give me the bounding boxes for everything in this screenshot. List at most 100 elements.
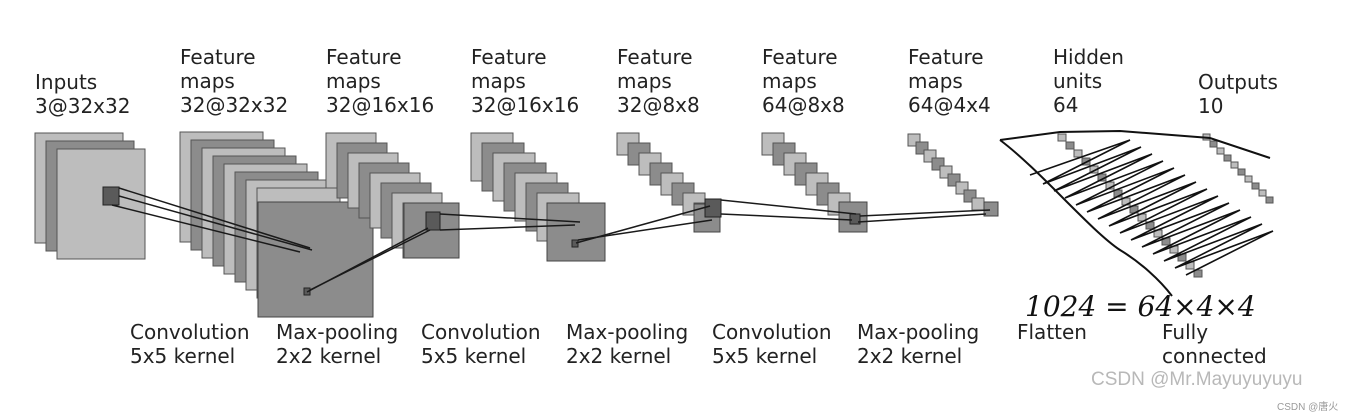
layer-label-line: 64 — [1053, 93, 1079, 117]
connection-line — [118, 187, 311, 249]
connection-line — [439, 213, 581, 223]
layer-label-line: Outputs — [1198, 70, 1278, 94]
connection-line — [577, 219, 713, 241]
op-label-line: Convolution — [130, 320, 250, 344]
output-unit — [1251, 182, 1260, 190]
op-label-pool2: Max-pooling 2x2 kernel — [566, 320, 688, 368]
layer-label-fm4: Feature maps 32@8x8 — [617, 45, 700, 117]
layer-label-line: Hidden — [1053, 45, 1124, 69]
layer-label-line: 64@8x8 — [762, 93, 845, 117]
handwritten-annotation — [999, 129, 1274, 297]
op-label-line: 5x5 kernel — [130, 344, 236, 368]
op-label-line: 5x5 kernel — [421, 344, 527, 368]
feature-map-6 — [971, 197, 985, 211]
layer-label-line: maps — [180, 69, 235, 93]
connection-line — [720, 213, 853, 221]
output-unit — [1209, 140, 1218, 148]
connection-line — [720, 199, 857, 215]
op-label-pool3: Max-pooling 2x2 kernel — [857, 320, 979, 368]
layer-label-fm5: Feature maps 64@8x8 — [762, 45, 845, 117]
layer-label-line: 10 — [1198, 94, 1224, 118]
kernel-box — [102, 186, 120, 206]
op-label-line: 2x2 kernel — [276, 344, 382, 368]
op-label-conv3: Convolution 5x5 kernel — [712, 320, 832, 368]
layer-label-fm6: Feature maps 64@4x4 — [908, 45, 991, 117]
layer-label-line: Feature — [471, 45, 547, 69]
layer-label-line: 3@32x32 — [35, 94, 131, 118]
input-map — [56, 148, 146, 260]
layer-label-line: Feature — [180, 45, 256, 69]
layer-label-line: units — [1053, 69, 1103, 93]
handwritten-stroke — [999, 129, 1271, 159]
layer-label-line: 32@32x32 — [180, 93, 289, 117]
layer-label-line: 32@8x8 — [617, 93, 700, 117]
layer-label-line: Feature — [326, 45, 402, 69]
layer-label-hidden: Hidden units 64 — [1053, 45, 1124, 117]
feature-map-stacks — [34, 131, 1274, 318]
feature-map-1-front — [257, 201, 374, 318]
op-label-line: 2x2 kernel — [566, 344, 672, 368]
watermark-small: CSDN @唐火 — [1277, 402, 1339, 413]
kernel-box — [704, 198, 722, 218]
layer-label-line: Feature — [617, 45, 693, 69]
layer-label-line: maps — [326, 69, 381, 93]
hidden-unit — [1073, 149, 1083, 158]
op-label-line: connected — [1162, 344, 1267, 368]
op-label-line: Max-pooling — [276, 320, 399, 344]
connection-line — [306, 227, 429, 293]
layer-label-fm1: Feature maps 32@32x32 — [180, 45, 288, 117]
kernel-box — [425, 211, 441, 231]
connection-line — [859, 209, 991, 217]
watermark: CSDN @Mr.Mayuyuyuyu — [1091, 369, 1303, 390]
layer-label-line: 32@16x16 — [326, 93, 435, 117]
op-label-fc: Fully connected — [1162, 320, 1267, 368]
layer-label-line: 64@4x4 — [908, 93, 991, 117]
op-label-line: Convolution — [421, 320, 541, 344]
feature-map-6-front — [983, 201, 999, 217]
output-unit — [1258, 189, 1267, 197]
feature-map-3-front — [546, 202, 606, 262]
layer-label-fm3: Feature maps 32@16x16 — [471, 45, 579, 117]
layer-label-line: maps — [471, 69, 526, 93]
op-label-flatten: Flatten — [1017, 320, 1087, 344]
output-unit — [1237, 168, 1246, 176]
op-label-line: Convolution — [712, 320, 832, 344]
op-label-conv1: Convolution 5x5 kernel — [130, 320, 250, 368]
connection-line — [118, 195, 313, 251]
output-unit — [1216, 147, 1225, 155]
layer-label-line: maps — [617, 69, 672, 93]
layer-label-line: Feature — [908, 45, 984, 69]
op-label-line: Max-pooling — [566, 320, 689, 344]
hidden-unit — [1065, 141, 1075, 150]
connection-line — [111, 204, 301, 253]
layer-label-inputs: Inputs 3@32x32 — [35, 70, 130, 118]
layer-label-line: Inputs — [35, 70, 98, 94]
op-label-line: Max-pooling — [857, 320, 980, 344]
connection-line — [439, 224, 576, 231]
output-unit — [1223, 154, 1232, 162]
layer-label-outputs: Outputs 10 — [1198, 70, 1278, 118]
kernel-box — [571, 239, 579, 248]
hidden-unit — [1193, 269, 1203, 278]
layer-label-line: maps — [762, 69, 817, 93]
layer-label-line: 32@16x16 — [471, 93, 580, 117]
layer-label-fm2: Feature maps 32@16x16 — [326, 45, 434, 117]
connection-lines — [102, 186, 991, 296]
output-unit — [1230, 161, 1239, 169]
output-unit — [1265, 196, 1274, 204]
op-label-conv2: Convolution 5x5 kernel — [421, 320, 541, 368]
op-label-line: Fully — [1162, 320, 1209, 344]
op-label-pool1: Max-pooling 2x2 kernel — [276, 320, 398, 368]
op-label-line: 2x2 kernel — [857, 344, 963, 368]
output-unit — [1244, 175, 1253, 183]
op-label-line: 5x5 kernel — [712, 344, 818, 368]
handwritten-note: 1024 = 64×4×4 — [1025, 290, 1256, 323]
hidden-unit — [1057, 133, 1067, 142]
op-label-line: Flatten — [1017, 320, 1087, 344]
handwritten-stroke — [1029, 139, 1274, 276]
layer-label-line: maps — [908, 69, 963, 93]
connection-line — [857, 213, 987, 223]
layer-label-line: Feature — [762, 45, 838, 69]
handwritten-stroke — [999, 139, 1173, 297]
